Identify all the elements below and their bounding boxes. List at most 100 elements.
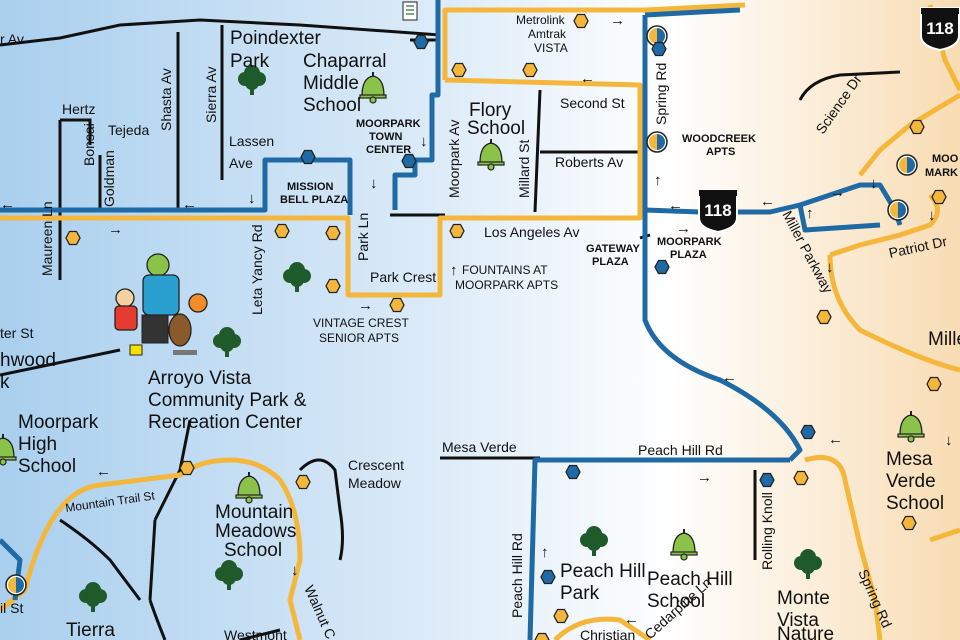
place-label: MISSION [287, 181, 334, 193]
bus-stop-icon[interactable] [300, 149, 316, 165]
arrow-left-icon: ← [96, 463, 111, 480]
street-label: Spring Rd [653, 63, 669, 125]
place-label: School [467, 118, 525, 139]
place-label: Park [230, 51, 270, 72]
place-label: Meadow [348, 475, 402, 491]
bus-stop-icon[interactable] [179, 460, 195, 476]
place-label: PLAZA [670, 249, 707, 261]
street-label: Second St [560, 95, 625, 111]
bus-stop-icon[interactable] [325, 225, 341, 241]
place-label: School [303, 95, 361, 116]
street-label: Peach Hill Rd [638, 442, 723, 458]
place-label: MOORPARK [356, 118, 421, 130]
bus-stop-icon[interactable] [553, 608, 569, 624]
street-label: Mille [928, 329, 960, 350]
street-label: Tejeda [108, 122, 149, 138]
place-label: Arroyo Vista [148, 368, 252, 389]
bus-stop-icon[interactable] [389, 297, 405, 313]
arrow-left-icon: ← [182, 196, 197, 213]
street-label: Goldman [101, 150, 117, 207]
arrow-down-icon: ↓ [826, 259, 834, 276]
bus-stop-icon[interactable] [413, 34, 429, 50]
arrow-down-icon: ↓ [370, 175, 378, 192]
bus-stop-icon[interactable] [816, 309, 832, 325]
place-label: Community Park & [148, 390, 307, 411]
bus-stop-icon[interactable] [325, 278, 341, 294]
bus-stop-icon[interactable] [540, 569, 556, 585]
place-label: Park [560, 583, 600, 604]
arrow-down-icon: ↓ [291, 562, 299, 579]
place-label: Nature [777, 624, 834, 640]
place-label: Meadows [215, 521, 296, 542]
arrow-right-icon: → [610, 12, 625, 29]
street-label: Sierra Av [203, 66, 219, 123]
street-label: ter St [0, 325, 34, 341]
arrow-down-icon: ↓ [870, 175, 878, 192]
place-label: Mountain [215, 502, 293, 523]
transit-station-icon[interactable] [5, 574, 27, 596]
bus-stop-icon[interactable] [274, 223, 290, 239]
place-label: Recreation Center [148, 412, 303, 433]
street-label: Shasta Av [158, 68, 174, 131]
arrow-down-icon: ↓ [945, 432, 953, 449]
svg-text:118: 118 [704, 201, 731, 220]
bus-stop-icon[interactable] [931, 189, 947, 205]
place-label: School [886, 493, 944, 514]
place-label: VISTA [534, 41, 568, 55]
arrow-down-icon: ↓ [928, 207, 936, 224]
svg-text:118: 118 [926, 19, 953, 38]
bus-stop-icon[interactable] [401, 153, 417, 169]
street-label: Lassen [229, 133, 274, 149]
bus-stop-icon[interactable] [573, 13, 589, 29]
bus-stop-icon[interactable] [522, 62, 538, 78]
place-label: Middle [303, 73, 359, 94]
place-label: SENIOR APTS [319, 331, 399, 345]
highway-shield: 118 [920, 7, 960, 51]
place-label: Chaparral [303, 51, 386, 72]
bus-stop-icon[interactable] [901, 515, 917, 531]
bus-stop-icon[interactable] [800, 424, 816, 440]
place-label: FOUNTAINS AT [462, 263, 548, 277]
place-label: BELL PLAZA [280, 194, 348, 206]
blue-route [0, 0, 903, 640]
place-label: MARK [925, 167, 958, 179]
bus-stop-icon[interactable] [909, 119, 925, 135]
bus-stop-icon[interactable] [793, 470, 809, 486]
bus-stop-icon[interactable] [449, 223, 465, 239]
street-label: Millard St [516, 140, 532, 198]
arrow-down-icon: ↓ [420, 133, 428, 150]
place-label: hwood [0, 350, 56, 371]
bus-stop-icon[interactable] [759, 472, 775, 488]
place-label: MOORPARK [657, 236, 722, 248]
place-label: CENTER [366, 144, 411, 156]
place-label: GATEWAY [586, 243, 640, 255]
transit-station-icon[interactable] [896, 154, 918, 176]
place-label: Flory [469, 100, 512, 121]
direction-arrows: → ← ← ↓ ↓ ↓ → ↑ → ← ↑ ← → ← → ↑ ↓ ↓ ↓ ← … [0, 12, 953, 628]
place-label: TOWN [369, 131, 402, 143]
street-label: Ave [229, 155, 253, 171]
place-label: MOO [932, 153, 959, 165]
place-label: MOORPARK APTS [455, 278, 558, 292]
street-label: Mesa Verde [442, 439, 517, 455]
place-label: k [0, 372, 10, 393]
arrow-left-icon: ← [760, 193, 775, 210]
bus-stop-icon[interactable] [926, 376, 942, 392]
bus-stop-icon[interactable] [565, 464, 581, 480]
arrow-left-icon: ← [624, 611, 639, 628]
place-label: Crescent [348, 457, 404, 473]
bus-stop-icon[interactable] [295, 474, 311, 490]
transit-station-icon[interactable] [646, 131, 668, 153]
bus-stop-icon[interactable] [654, 259, 670, 275]
street-label: r Av [0, 31, 24, 47]
transit-station-icon[interactable] [887, 199, 909, 221]
place-label: Mesa [886, 449, 933, 470]
bus-stop-icon[interactable] [65, 230, 81, 246]
arrow-left-icon: ← [580, 70, 595, 87]
place-label: School [224, 540, 282, 561]
bus-stop-icon[interactable] [451, 62, 467, 78]
highway-shield: 118 [698, 189, 738, 233]
bus-stop-icon[interactable] [651, 41, 667, 57]
place-label: VINTAGE CREST [313, 316, 409, 330]
